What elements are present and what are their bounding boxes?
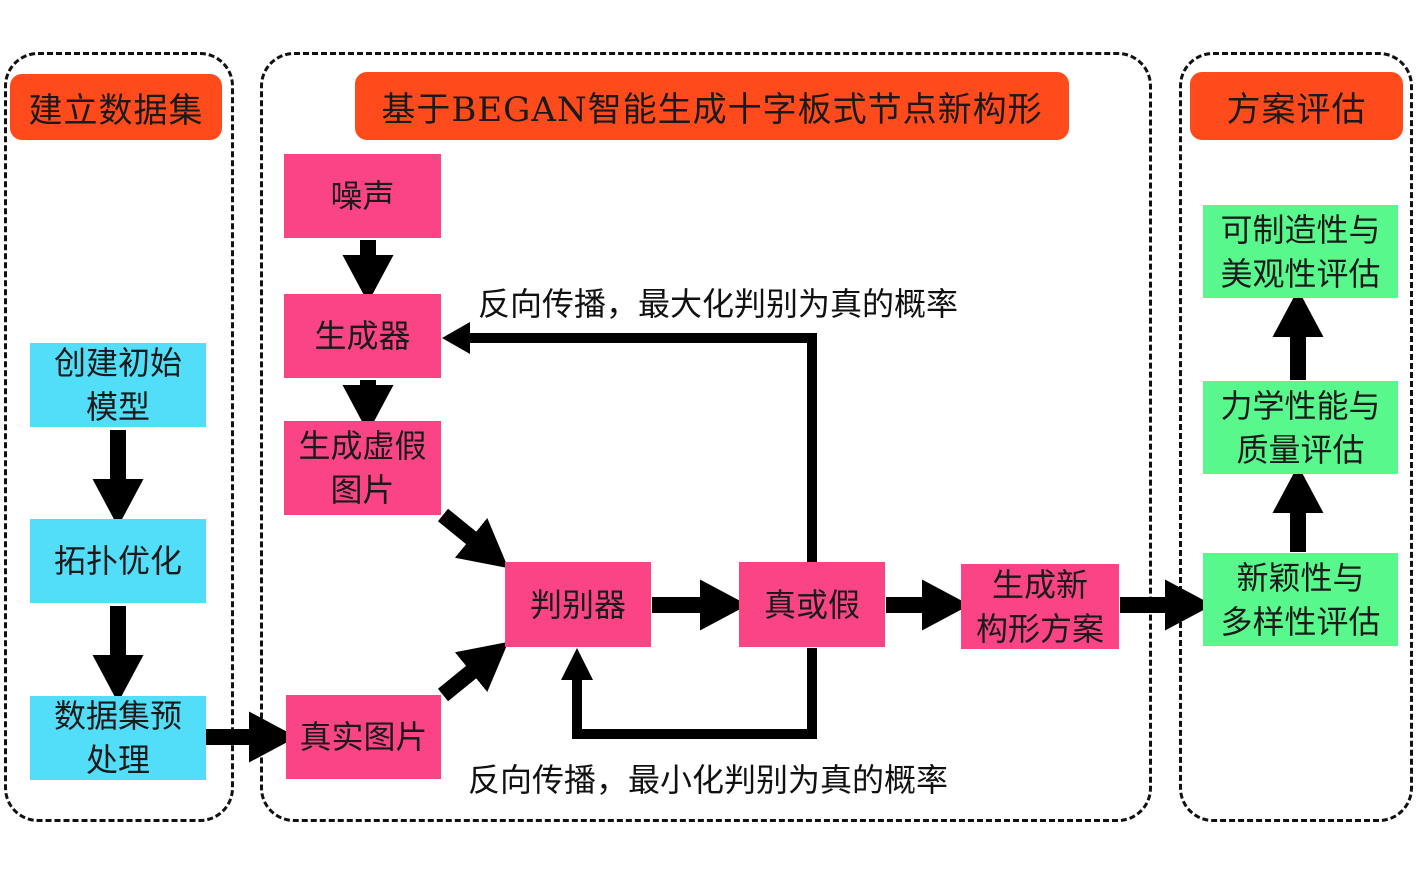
node-line: 生成虚假 <box>298 427 427 465</box>
arrow-fake-to-discriminator <box>437 508 509 569</box>
label-backprop-minimize: 反向传播，最小化判别为真的概率 <box>468 761 949 799</box>
step-line: 拓扑优化 <box>53 542 182 580</box>
feedback-to-discriminator <box>572 648 817 739</box>
label-backprop-maximize: 反向传播，最大化判别为真的概率 <box>478 285 959 323</box>
eval-line: 力学性能与 <box>1220 386 1381 425</box>
eval-line: 美观性评估 <box>1220 254 1381 293</box>
node-line: 图片 <box>330 471 395 509</box>
eval-line: 多样性评估 <box>1220 602 1381 641</box>
node-line: 生成新 <box>991 565 1088 604</box>
step-dataset-preprocessing: 数据集预处理 <box>30 696 206 780</box>
node-line: 构形方案 <box>975 609 1104 648</box>
node-generator: 生成器 <box>284 294 441 378</box>
step-line: 处理 <box>85 741 150 779</box>
eval-line: 质量评估 <box>1236 430 1365 469</box>
eval-manufacturability-aesthetics: 可制造性与美观性评估 <box>1203 205 1398 298</box>
step-line: 数据集预 <box>53 697 182 735</box>
eval-mechanics-mass: 力学性能与质量评估 <box>1203 381 1398 474</box>
node-discriminator: 判别器 <box>505 562 651 647</box>
step-line: 创建初始 <box>53 344 182 382</box>
dataset-group <box>4 52 234 822</box>
node-noise: 噪声 <box>284 154 441 238</box>
eval-line: 新颖性与 <box>1236 558 1365 597</box>
step-topology-optimization: 拓扑优化 <box>30 519 206 603</box>
node-real-or-fake: 真或假 <box>739 562 885 647</box>
dataset-header: 建立数据集 <box>10 74 222 140</box>
node-new-scheme: 生成新构形方案 <box>961 564 1119 649</box>
feedback-to-generator <box>466 333 817 562</box>
generation-header: 基于BEGAN智能生成十字板式节点新构形 <box>355 72 1069 140</box>
step-line: 模型 <box>85 388 150 426</box>
generation-group <box>260 52 1152 822</box>
node-fake-images: 生成虚假图片 <box>284 421 441 515</box>
node-real-images: 真实图片 <box>286 695 441 779</box>
arrow-real-to-discriminator <box>437 641 509 702</box>
evaluation-header: 方案评估 <box>1190 72 1403 140</box>
step-create-initial-model: 创建初始模型 <box>30 343 206 427</box>
feedback-to-discriminator-head <box>561 648 593 680</box>
eval-novelty-diversity: 新颖性与多样性评估 <box>1203 553 1398 646</box>
evaluation-group <box>1179 52 1413 822</box>
eval-line: 可制造性与 <box>1220 210 1381 249</box>
feedback-to-generator-head <box>442 322 470 354</box>
